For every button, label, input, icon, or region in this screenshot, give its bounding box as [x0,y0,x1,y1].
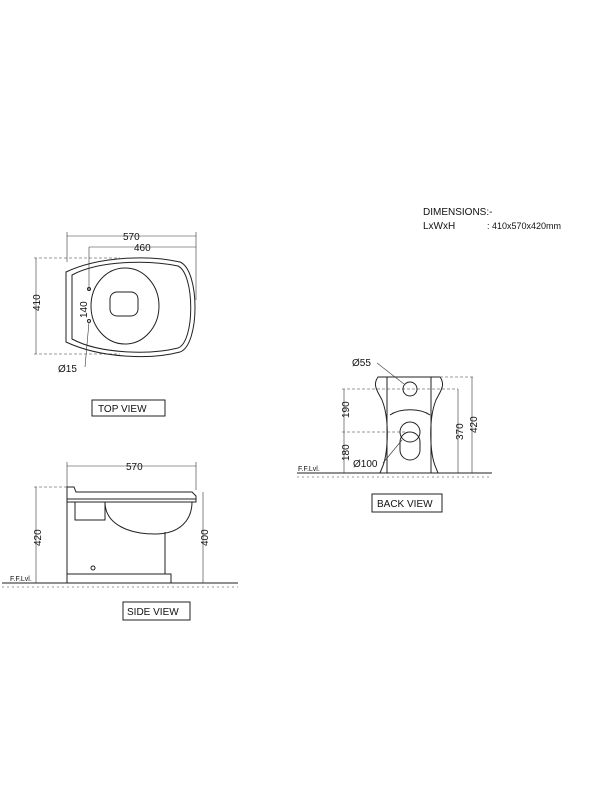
back-view-title: BACK VIEW [377,499,433,510]
side-view: 570 420 400 F.F.Lvl. SIDE VIEW [2,462,238,621]
outlet-diameter-dim: Ø100 [353,459,378,470]
top-view: 570 460 410 140 Ø15 TOP VIEW [32,232,197,417]
dimensions-label: LxWxH [423,221,455,232]
top-view-title: TOP VIEW [98,404,147,415]
dimensions-value: : 410x570x420mm [487,221,561,231]
hole-diameter-dim: Ø15 [58,364,77,375]
top-length-dim: 570 [123,232,140,243]
top-inner-length-dim: 460 [134,243,151,254]
hole-spacing-dim: 140 [79,301,90,318]
outlet-height-dim: 180 [341,444,352,461]
side-view-title: SIDE VIEW [127,607,179,618]
inlet-offset-dim: 190 [341,401,352,418]
dimensions-heading: DIMENSIONS:- [423,207,492,218]
side-height-dim: 420 [33,529,44,546]
back-floor-label: F.F.Lvl. [298,466,320,473]
rim-height-dim: 400 [200,529,211,546]
inlet-diameter-dim: Ø55 [352,358,371,369]
side-length-dim: 570 [126,462,143,473]
inlet-height-dim: 370 [455,423,466,440]
back-height-dim: 420 [469,416,480,433]
back-view: 190 180 370 420 Ø55 Ø100 F.F.Lvl. BACK V… [297,358,492,513]
side-floor-label: F.F.Lvl. [10,576,32,583]
top-width-dim: 410 [32,294,43,311]
